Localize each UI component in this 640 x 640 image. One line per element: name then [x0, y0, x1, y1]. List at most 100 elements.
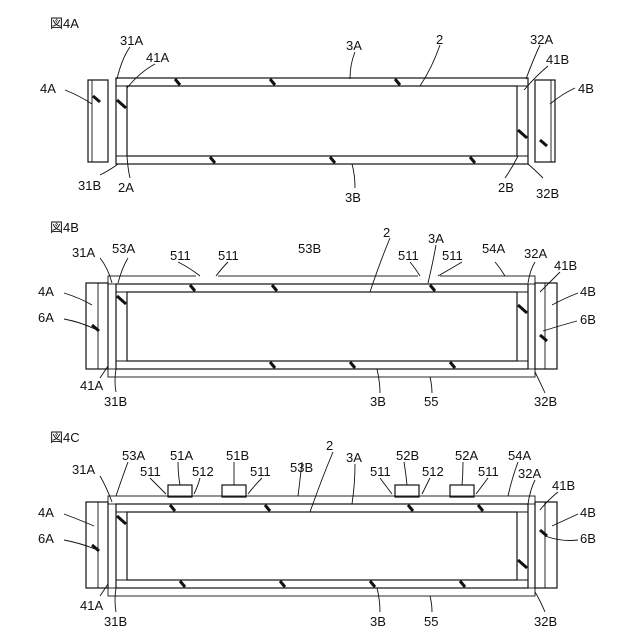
label-6A: 6A: [38, 310, 54, 325]
label-4A: 4A: [38, 284, 54, 299]
label-2B: 2B: [498, 180, 514, 195]
electrode-4B: [535, 283, 557, 369]
label-4A: 4A: [38, 505, 54, 520]
label-2: 2: [326, 438, 333, 453]
electrode-4B: [535, 502, 557, 588]
coat-bottom-55: [108, 588, 535, 596]
figure-title: 図4A: [50, 16, 79, 31]
label-6B: 6B: [580, 312, 596, 327]
figure-4C: 図4C: [38, 430, 596, 629]
core-2: [127, 292, 517, 361]
label-51B: 51B: [226, 448, 249, 463]
label-53A: 53A: [112, 241, 135, 256]
label-32B: 32B: [534, 614, 557, 629]
label-41B: 41B: [546, 52, 569, 67]
label-51A: 51A: [170, 448, 193, 463]
label-41A: 41A: [146, 50, 169, 65]
layer-3B: [116, 156, 528, 164]
layer-3A: [116, 284, 528, 292]
label-52B: 52B: [396, 448, 419, 463]
label-54A: 54A: [508, 448, 531, 463]
label-32A: 32A: [530, 32, 553, 47]
side-layer-41B: [517, 512, 528, 580]
layer-3B: [116, 580, 528, 588]
figure-title: 図4C: [50, 430, 80, 445]
body-outline: [116, 284, 528, 369]
tick-marks: [92, 505, 547, 587]
label-4B: 4B: [580, 284, 596, 299]
label-2A: 2A: [118, 180, 134, 195]
pad-51B: [222, 485, 246, 497]
label-41A: 41A: [80, 378, 103, 393]
label-32B: 32B: [534, 394, 557, 409]
label-3B: 3B: [370, 394, 386, 409]
label-3B: 3B: [345, 190, 361, 205]
electrode-4A: [86, 502, 108, 588]
label-511: 511: [250, 464, 271, 479]
label-53B: 53B: [298, 241, 321, 256]
label-31B: 31B: [104, 394, 127, 409]
label-6B: 6B: [580, 531, 596, 546]
side-layer-41B: [517, 86, 528, 156]
label-6A: 6A: [38, 531, 54, 546]
label-511: 511: [398, 248, 419, 263]
label-54A: 54A: [482, 241, 505, 256]
tick-marks: [92, 285, 547, 368]
label-3A: 3A: [428, 231, 444, 246]
core-2: [127, 86, 517, 156]
label-41A: 41A: [80, 598, 103, 613]
gap-511: [196, 275, 218, 284]
label-41B: 41B: [554, 258, 577, 273]
label-511: 511: [140, 464, 161, 479]
figure-title: 図4B: [50, 220, 79, 235]
label-512: 512: [192, 464, 214, 479]
core-2: [127, 512, 517, 580]
leader-lines: [65, 45, 575, 188]
tick-marks: [93, 79, 547, 163]
pad-52A: [450, 485, 474, 497]
body-outline: [116, 504, 528, 588]
layer-3B: [116, 361, 528, 369]
label-511: 511: [478, 464, 499, 479]
pad-52B: [395, 485, 419, 497]
body-outline: [116, 78, 528, 164]
label-31A: 31A: [120, 33, 143, 48]
figure-4B: 図4B: [38, 220, 596, 409]
label-511: 511: [442, 248, 463, 263]
label-53A: 53A: [122, 448, 145, 463]
layer-3A: [116, 504, 528, 512]
electrode-4A: [88, 80, 108, 162]
label-31A: 31A: [72, 462, 95, 477]
label-511: 511: [218, 248, 239, 263]
label-32A: 32A: [518, 466, 541, 481]
pad-51A: [168, 485, 192, 497]
label-4B: 4B: [578, 81, 594, 96]
label-2: 2: [383, 225, 390, 240]
electrode-4A: [86, 283, 108, 369]
label-31B: 31B: [104, 614, 127, 629]
label-32A: 32A: [524, 246, 547, 261]
label-3A: 3A: [346, 450, 362, 465]
figure-4A: 図4A: [40, 16, 594, 205]
label-55: 55: [424, 614, 438, 629]
label-55: 55: [424, 394, 438, 409]
label-512: 512: [422, 464, 444, 479]
coat-bottom-55: [108, 369, 535, 377]
label-41B: 41B: [552, 478, 575, 493]
label-31B: 31B: [78, 178, 101, 193]
leader-lines: [64, 238, 578, 393]
label-511: 511: [370, 464, 391, 479]
label-31A: 31A: [72, 245, 95, 260]
label-2: 2: [436, 32, 443, 47]
label-3A: 3A: [346, 38, 362, 53]
label-4A: 4A: [40, 81, 56, 96]
electrode-4B: [535, 80, 555, 162]
side-layer-41A: [116, 86, 127, 156]
coat-top: [108, 276, 535, 284]
side-layer-41B: [517, 292, 528, 361]
label-511: 511: [170, 248, 191, 263]
label-32B: 32B: [536, 186, 559, 201]
label-4B: 4B: [580, 505, 596, 520]
label-3B: 3B: [370, 614, 386, 629]
